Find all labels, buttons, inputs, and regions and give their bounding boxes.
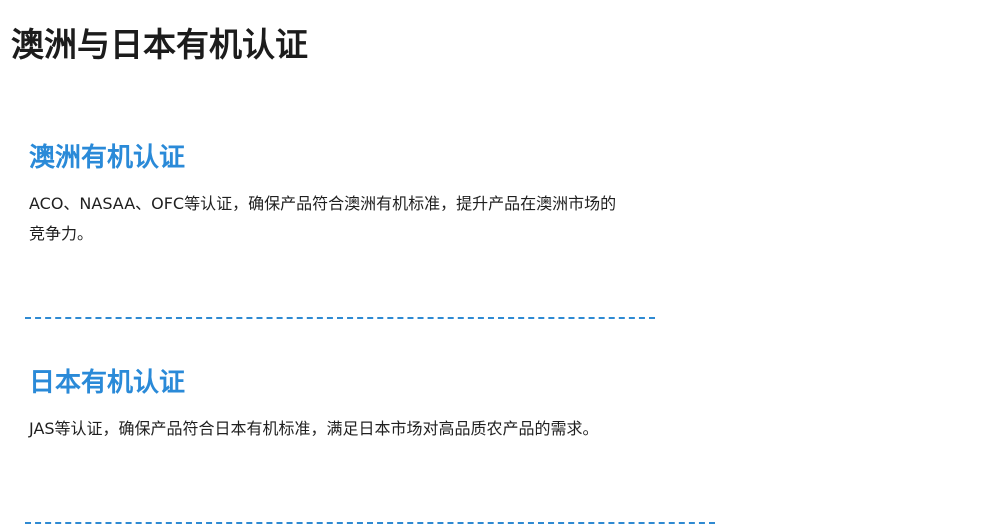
section-divider <box>25 317 655 319</box>
section-description: ACO、NASAA、OFC等认证，确保产品符合澳洲有机标准，提升产品在澳洲市场的… <box>29 194 617 243</box>
section-heading: 澳洲有机认证 <box>29 143 186 173</box>
section-divider <box>25 522 715 524</box>
section-japan-organic: 日本有机认证 JAS等认证，确保产品符合日本有机标准，满足日本市场对高品质农产品… <box>29 364 709 444</box>
section-australia-organic: 澳洲有机认证 ACO、NASAA、OFC等认证，确保产品符合澳洲有机标准，提升产… <box>29 139 629 249</box>
section-heading: 日本有机认证 <box>29 368 186 398</box>
section-description: JAS等认证，确保产品符合日本有机标准，满足日本市场对高品质农产品的需求。 <box>29 419 599 438</box>
page-title: 澳洲与日本有机认证 <box>11 25 308 64</box>
